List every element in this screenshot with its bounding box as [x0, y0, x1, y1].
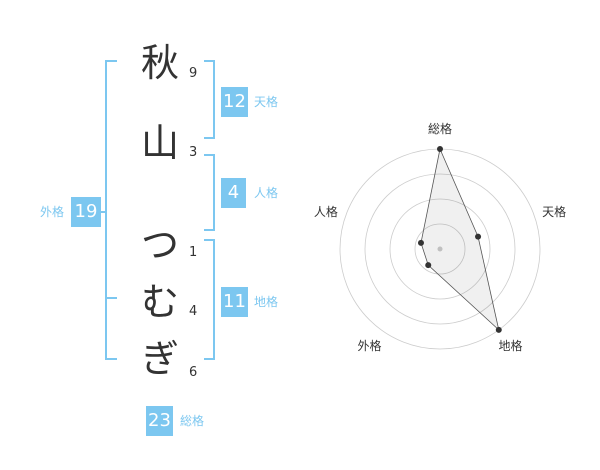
- gaikaku-label: 外格: [40, 205, 65, 219]
- radar-axis-label: 外格: [357, 339, 382, 354]
- radar-grid-ring: [364, 173, 516, 325]
- jinkaku-bracket: [204, 154, 215, 231]
- stroke-count-3: 1: [189, 245, 198, 260]
- tenkaku-badge: 12: [221, 87, 248, 117]
- gaikaku-badge: 19: [71, 197, 101, 227]
- radar-series-polygon: [420, 147, 500, 332]
- name-char-4: む: [141, 280, 180, 324]
- radar-grid-ring: [414, 223, 466, 275]
- name-char-2: 山: [141, 121, 180, 165]
- jinkaku-badge: 4: [221, 178, 246, 208]
- radar-grid-ring: [389, 198, 491, 300]
- stroke-count-5: 6: [189, 365, 198, 380]
- radar-point: [495, 326, 502, 333]
- chikaku-badge: 11: [221, 287, 248, 317]
- name-char-3: つ: [141, 223, 180, 267]
- soukaku-badge: 23: [146, 406, 173, 436]
- radar-point: [425, 262, 432, 269]
- radar-point: [475, 233, 482, 240]
- radar-point: [417, 239, 424, 246]
- name-char-5: ぎ: [141, 337, 180, 381]
- gaikaku-bracket: [105, 60, 117, 360]
- radar-axis-label: 総格: [428, 122, 453, 136]
- soukaku-label: 総格: [180, 414, 205, 428]
- radar-axis-label: 天格: [542, 204, 567, 219]
- name-char-1: 秋: [141, 41, 180, 85]
- stroke-count-1: 9: [189, 66, 198, 81]
- radar-point: [437, 146, 443, 152]
- chikaku-label: 地格: [254, 295, 279, 309]
- tenkaku-label: 天格: [254, 95, 279, 109]
- tenkaku-bracket: [204, 60, 215, 139]
- radar-axis-label: 人格: [313, 204, 338, 219]
- jinkaku-label: 人格: [254, 186, 279, 200]
- radar-center-dot: [437, 246, 443, 252]
- radar-axis-label: 地格: [498, 339, 523, 354]
- stroke-count-2: 3: [189, 145, 198, 160]
- stroke-count-4: 4: [189, 304, 198, 319]
- chikaku-bracket: [204, 239, 215, 360]
